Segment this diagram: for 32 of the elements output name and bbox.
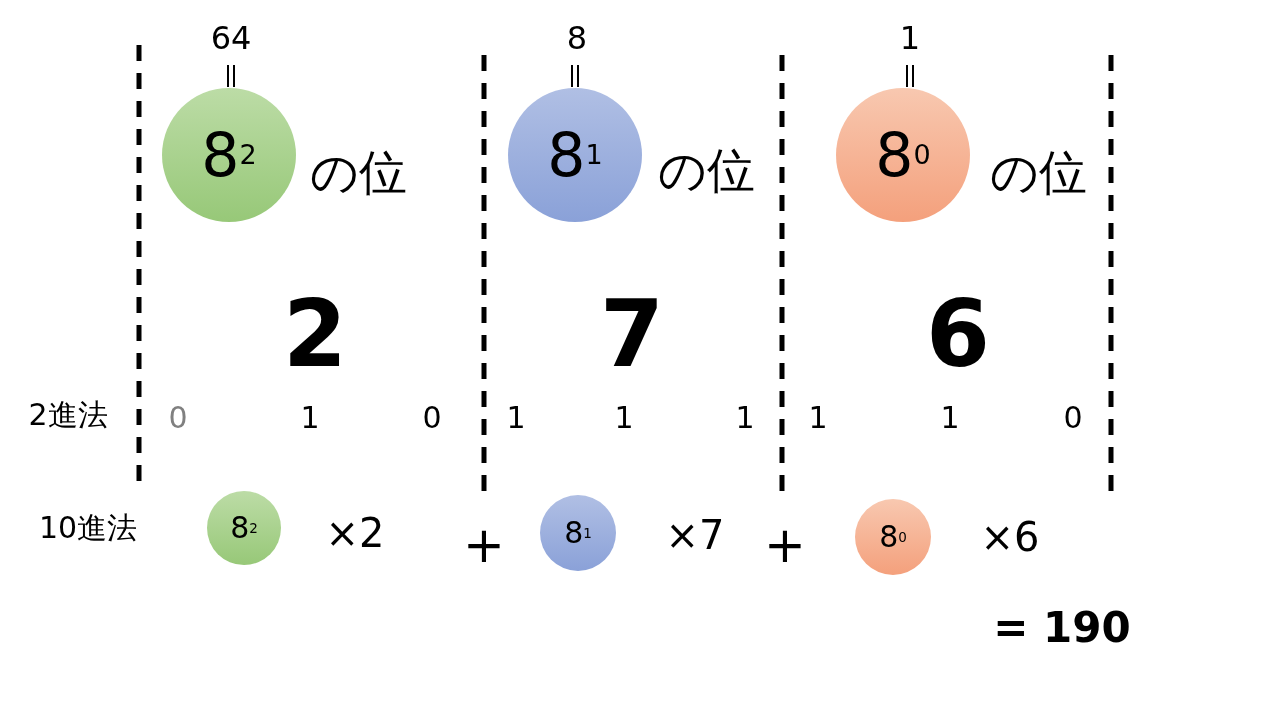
number-label: 8 xyxy=(566,22,588,54)
result-text: = 190 xyxy=(993,607,1131,649)
power-circle: 8$^{0}$ xyxy=(836,88,970,222)
bit-text: 1 xyxy=(808,403,828,433)
bit-text: 1 xyxy=(940,403,960,433)
bit-text: 0 xyxy=(1063,403,1083,433)
bit-text: 1 xyxy=(614,403,634,433)
multiplier-text: ×2 xyxy=(325,513,385,553)
power-circle: 8$^{0}$ xyxy=(855,499,931,575)
place-text: の位 xyxy=(989,148,1087,196)
power-circle: 8$^{2}$ xyxy=(162,88,296,222)
digit-text: 2 xyxy=(283,289,347,381)
plus-sign: + xyxy=(764,520,806,570)
power-circle: 8$^{2}$ xyxy=(207,491,281,565)
plus-sign: + xyxy=(463,520,505,570)
number-label: 1 xyxy=(899,22,921,54)
place-text: の位 xyxy=(657,146,755,194)
bit-text: 1 xyxy=(735,403,755,433)
bit-text: 0 xyxy=(168,403,188,433)
row-label: 10進法 xyxy=(38,513,138,543)
bit-text: 1 xyxy=(300,403,320,433)
multiplier-text: ×7 xyxy=(665,515,725,555)
digit-text: 6 xyxy=(926,289,990,381)
number-label: 64 xyxy=(210,22,252,54)
place-text: の位 xyxy=(309,148,407,196)
multiplier-text: ×6 xyxy=(980,517,1040,557)
power-circle: 8$^{1}$ xyxy=(540,495,616,571)
digit-text: 7 xyxy=(600,289,664,381)
row-label: 2進法 xyxy=(28,400,108,430)
bit-text: 0 xyxy=(422,403,442,433)
power-circle: 8$^{1}$ xyxy=(508,88,642,222)
bit-text: 1 xyxy=(506,403,526,433)
